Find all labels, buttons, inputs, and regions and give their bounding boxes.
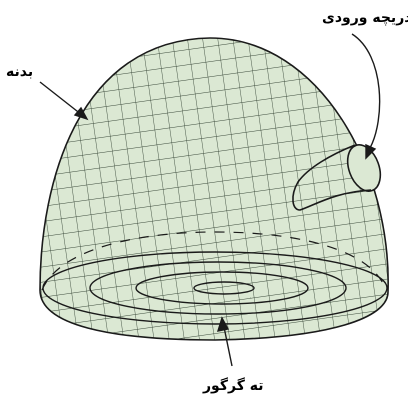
label-inlet: دریچه ورودی [322,10,408,26]
dome-body [40,38,388,340]
leader-inlet [352,34,380,148]
leader-body [40,82,82,115]
label-base: ته گرگور [203,378,263,394]
label-body: بدنه [6,64,33,80]
